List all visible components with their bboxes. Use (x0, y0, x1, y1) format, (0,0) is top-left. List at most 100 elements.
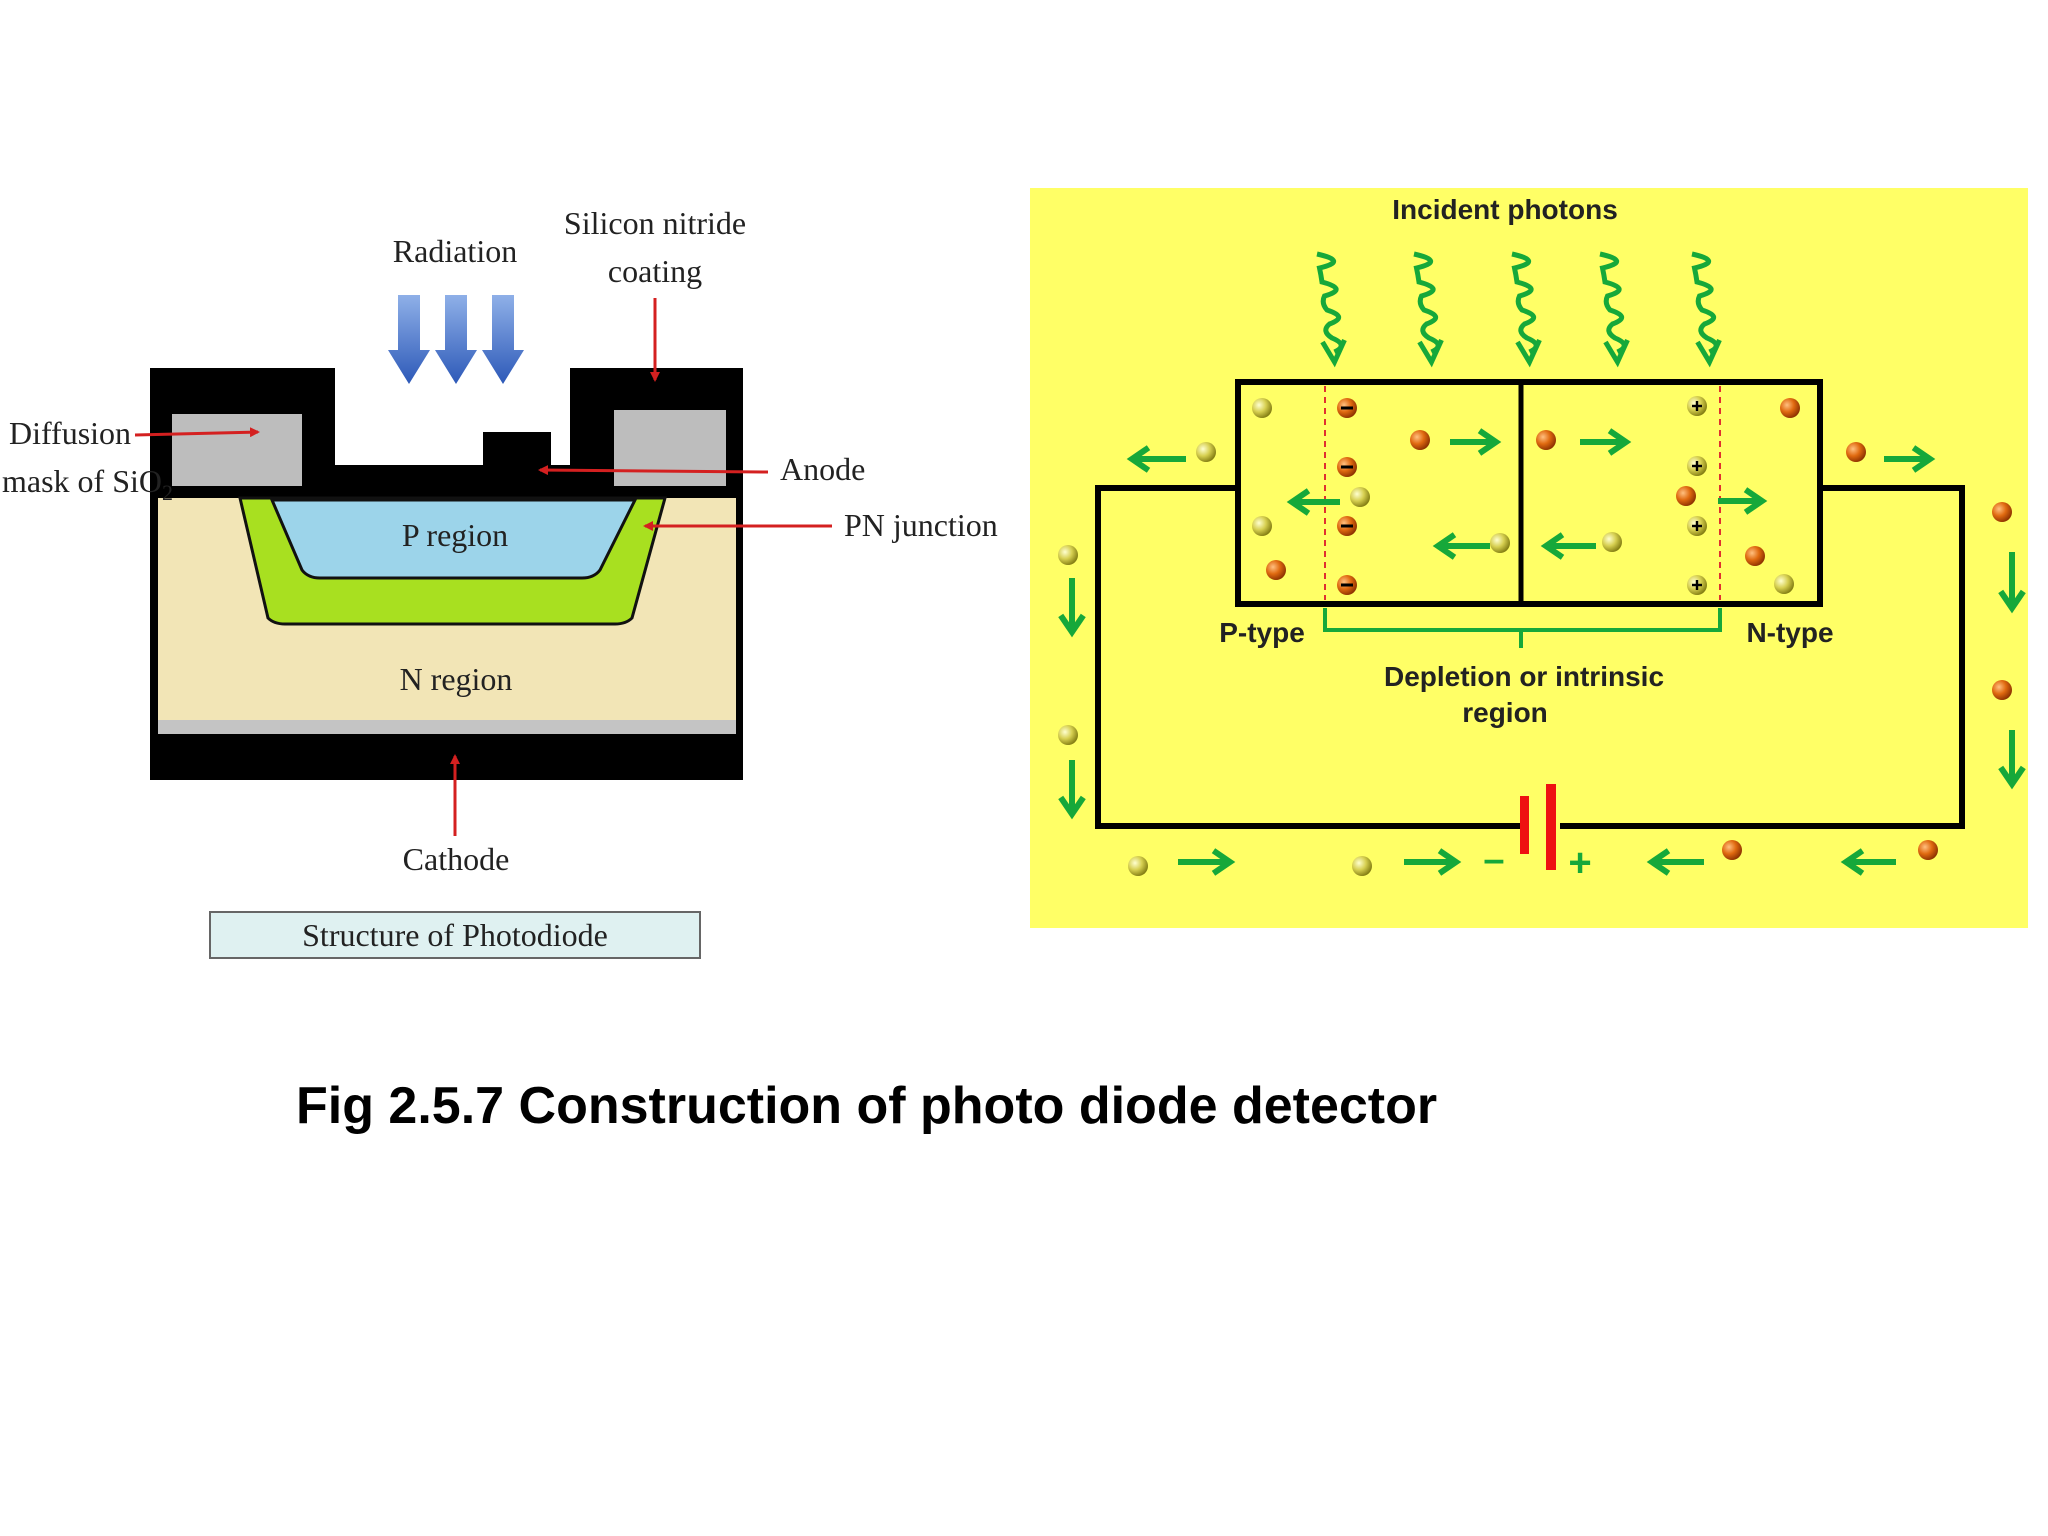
hole-carrier-icon (1252, 516, 1272, 536)
photon-arrowhead-icon (1603, 338, 1630, 368)
electron-carrier-icon (1266, 560, 1286, 580)
hole-carrier-icon (1774, 574, 1794, 594)
photon-arrowhead-icon (1417, 338, 1444, 368)
n-region-label: N region (400, 661, 513, 697)
carrier-arrowhead-icon (1211, 848, 1236, 876)
sio2-mask-right (614, 410, 726, 486)
electron-carrier-icon (1918, 840, 1938, 860)
anode-label: Anode (780, 451, 865, 487)
figure-caption: Fig 2.5.7 Construction of photo diode de… (296, 1077, 1438, 1135)
coating-label-line1: Silicon nitride (564, 205, 746, 241)
positive-charge-icon (1695, 401, 1699, 411)
carrier-arrowhead-icon (1437, 848, 1462, 876)
positive-charge-icon (1695, 461, 1699, 471)
photon-wave-icon (1511, 251, 1539, 355)
electron-carrier-icon (1780, 398, 1800, 418)
hole-carrier-icon (1350, 487, 1370, 507)
radiation-arrows (388, 295, 524, 384)
carrier-arrowhead-icon (1477, 428, 1502, 456)
hole-carrier-icon (1352, 856, 1372, 876)
subscript: 2 (162, 480, 173, 505)
p-region (269, 498, 638, 580)
hole-carrier-icon (1058, 545, 1078, 565)
diode-box (1235, 379, 1823, 607)
negative-charge-icon (1341, 583, 1353, 587)
radiation-label: Radiation (393, 233, 517, 269)
photon-arrowhead-icon (1695, 338, 1722, 368)
p-type-label: P-type (1219, 617, 1305, 648)
photon-wave-icon (1691, 251, 1719, 355)
anode-contact (483, 432, 551, 472)
coating-label-line2: coating (608, 253, 702, 289)
diffusion-label-line2: mask of SiO2 (2, 463, 173, 505)
battery-plate-long (1546, 784, 1556, 870)
carrier-arrowhead-icon (1743, 487, 1768, 515)
sio2-mask-left (172, 414, 302, 486)
negative-charge-icon (1341, 465, 1353, 469)
carrier-arrowhead-icon (1911, 445, 1936, 473)
positive-charge-icon (1695, 521, 1699, 531)
cathode-label: Cathode (403, 841, 510, 877)
electron-carrier-icon (1410, 430, 1430, 450)
n-type-label: N-type (1746, 617, 1833, 648)
electron-carrier-icon (1745, 546, 1765, 566)
depletion-brace (1323, 608, 1722, 648)
photon-arrowhead-icon (1515, 338, 1542, 368)
electron-carrier-icon (1722, 840, 1742, 860)
carrier-arrowhead-icon (1126, 445, 1151, 473)
negative-charge-icon (1341, 406, 1353, 410)
carrier-arrowhead-icon (1998, 765, 2026, 790)
structure-title-box (209, 911, 701, 959)
electron-carrier-icon (1846, 442, 1866, 462)
incident-photon-arrows (1316, 251, 1722, 368)
battery-plate-short (1520, 796, 1529, 854)
battery-minus-label: – (1483, 839, 1504, 881)
hole-carrier-icon (1196, 442, 1216, 462)
positive-charge-icon (1695, 580, 1699, 590)
depletion-label-line2: region (1462, 697, 1548, 728)
carrier-arrowhead-icon (1998, 589, 2026, 614)
electron-carrier-icon (1992, 680, 2012, 700)
charge-carriers (1058, 396, 2012, 876)
carrier-arrowhead-icon (1432, 532, 1457, 560)
carrier-arrowhead-icon (1540, 532, 1565, 560)
carrier-arrowhead-icon (1607, 428, 1632, 456)
electron-carrier-icon (1676, 486, 1696, 506)
photodiode-structure-diagram: Radiation Silicon nitride coating Diffus… (2, 205, 998, 959)
hole-carrier-icon (1602, 532, 1622, 552)
radiation-arrow-icon (388, 295, 430, 384)
incident-photons-label: Incident photons (1392, 194, 1618, 225)
anode-pointer (538, 465, 769, 476)
radiation-arrow-icon (435, 295, 477, 384)
battery-plus-label: + (1568, 841, 1591, 885)
photon-wave-icon (1413, 251, 1441, 355)
carrier-arrowhead-icon (1058, 613, 1086, 638)
cathode-strip (158, 720, 736, 734)
p-region-label: P region (402, 517, 508, 553)
hole-carrier-icon (1128, 856, 1148, 876)
battery-icon (1520, 784, 1556, 870)
carrier-arrowhead-icon (1646, 848, 1671, 876)
depletion-label-line1: Depletion or intrinsic (1384, 661, 1664, 692)
negative-charge-icon (1341, 524, 1353, 528)
hole-carrier-icon (1058, 725, 1078, 745)
carrier-arrowhead-icon (1840, 848, 1865, 876)
electron-carrier-icon (1992, 502, 2012, 522)
carrier-arrows (1058, 428, 2026, 876)
photon-wave-icon (1316, 251, 1344, 355)
hole-carrier-icon (1490, 533, 1510, 553)
carrier-arrowhead-icon (1286, 488, 1311, 516)
pn-junction-label: PN junction (844, 507, 998, 543)
radiation-arrow-icon (482, 295, 524, 384)
photodiode-circuit-diagram: – + Incident photons P-type N-type Deple… (1030, 188, 2028, 928)
hole-carrier-icon (1252, 398, 1272, 418)
photon-wave-icon (1599, 251, 1627, 355)
structure-title: Structure of Photodiode (302, 917, 608, 953)
diffusion-pointer (134, 427, 260, 438)
circuit-wire (1095, 485, 1965, 829)
photon-arrowhead-icon (1320, 338, 1347, 368)
carrier-arrowhead-icon (1058, 795, 1086, 820)
electron-carrier-icon (1536, 430, 1556, 450)
diffusion-label-line1: Diffusion (9, 415, 131, 451)
